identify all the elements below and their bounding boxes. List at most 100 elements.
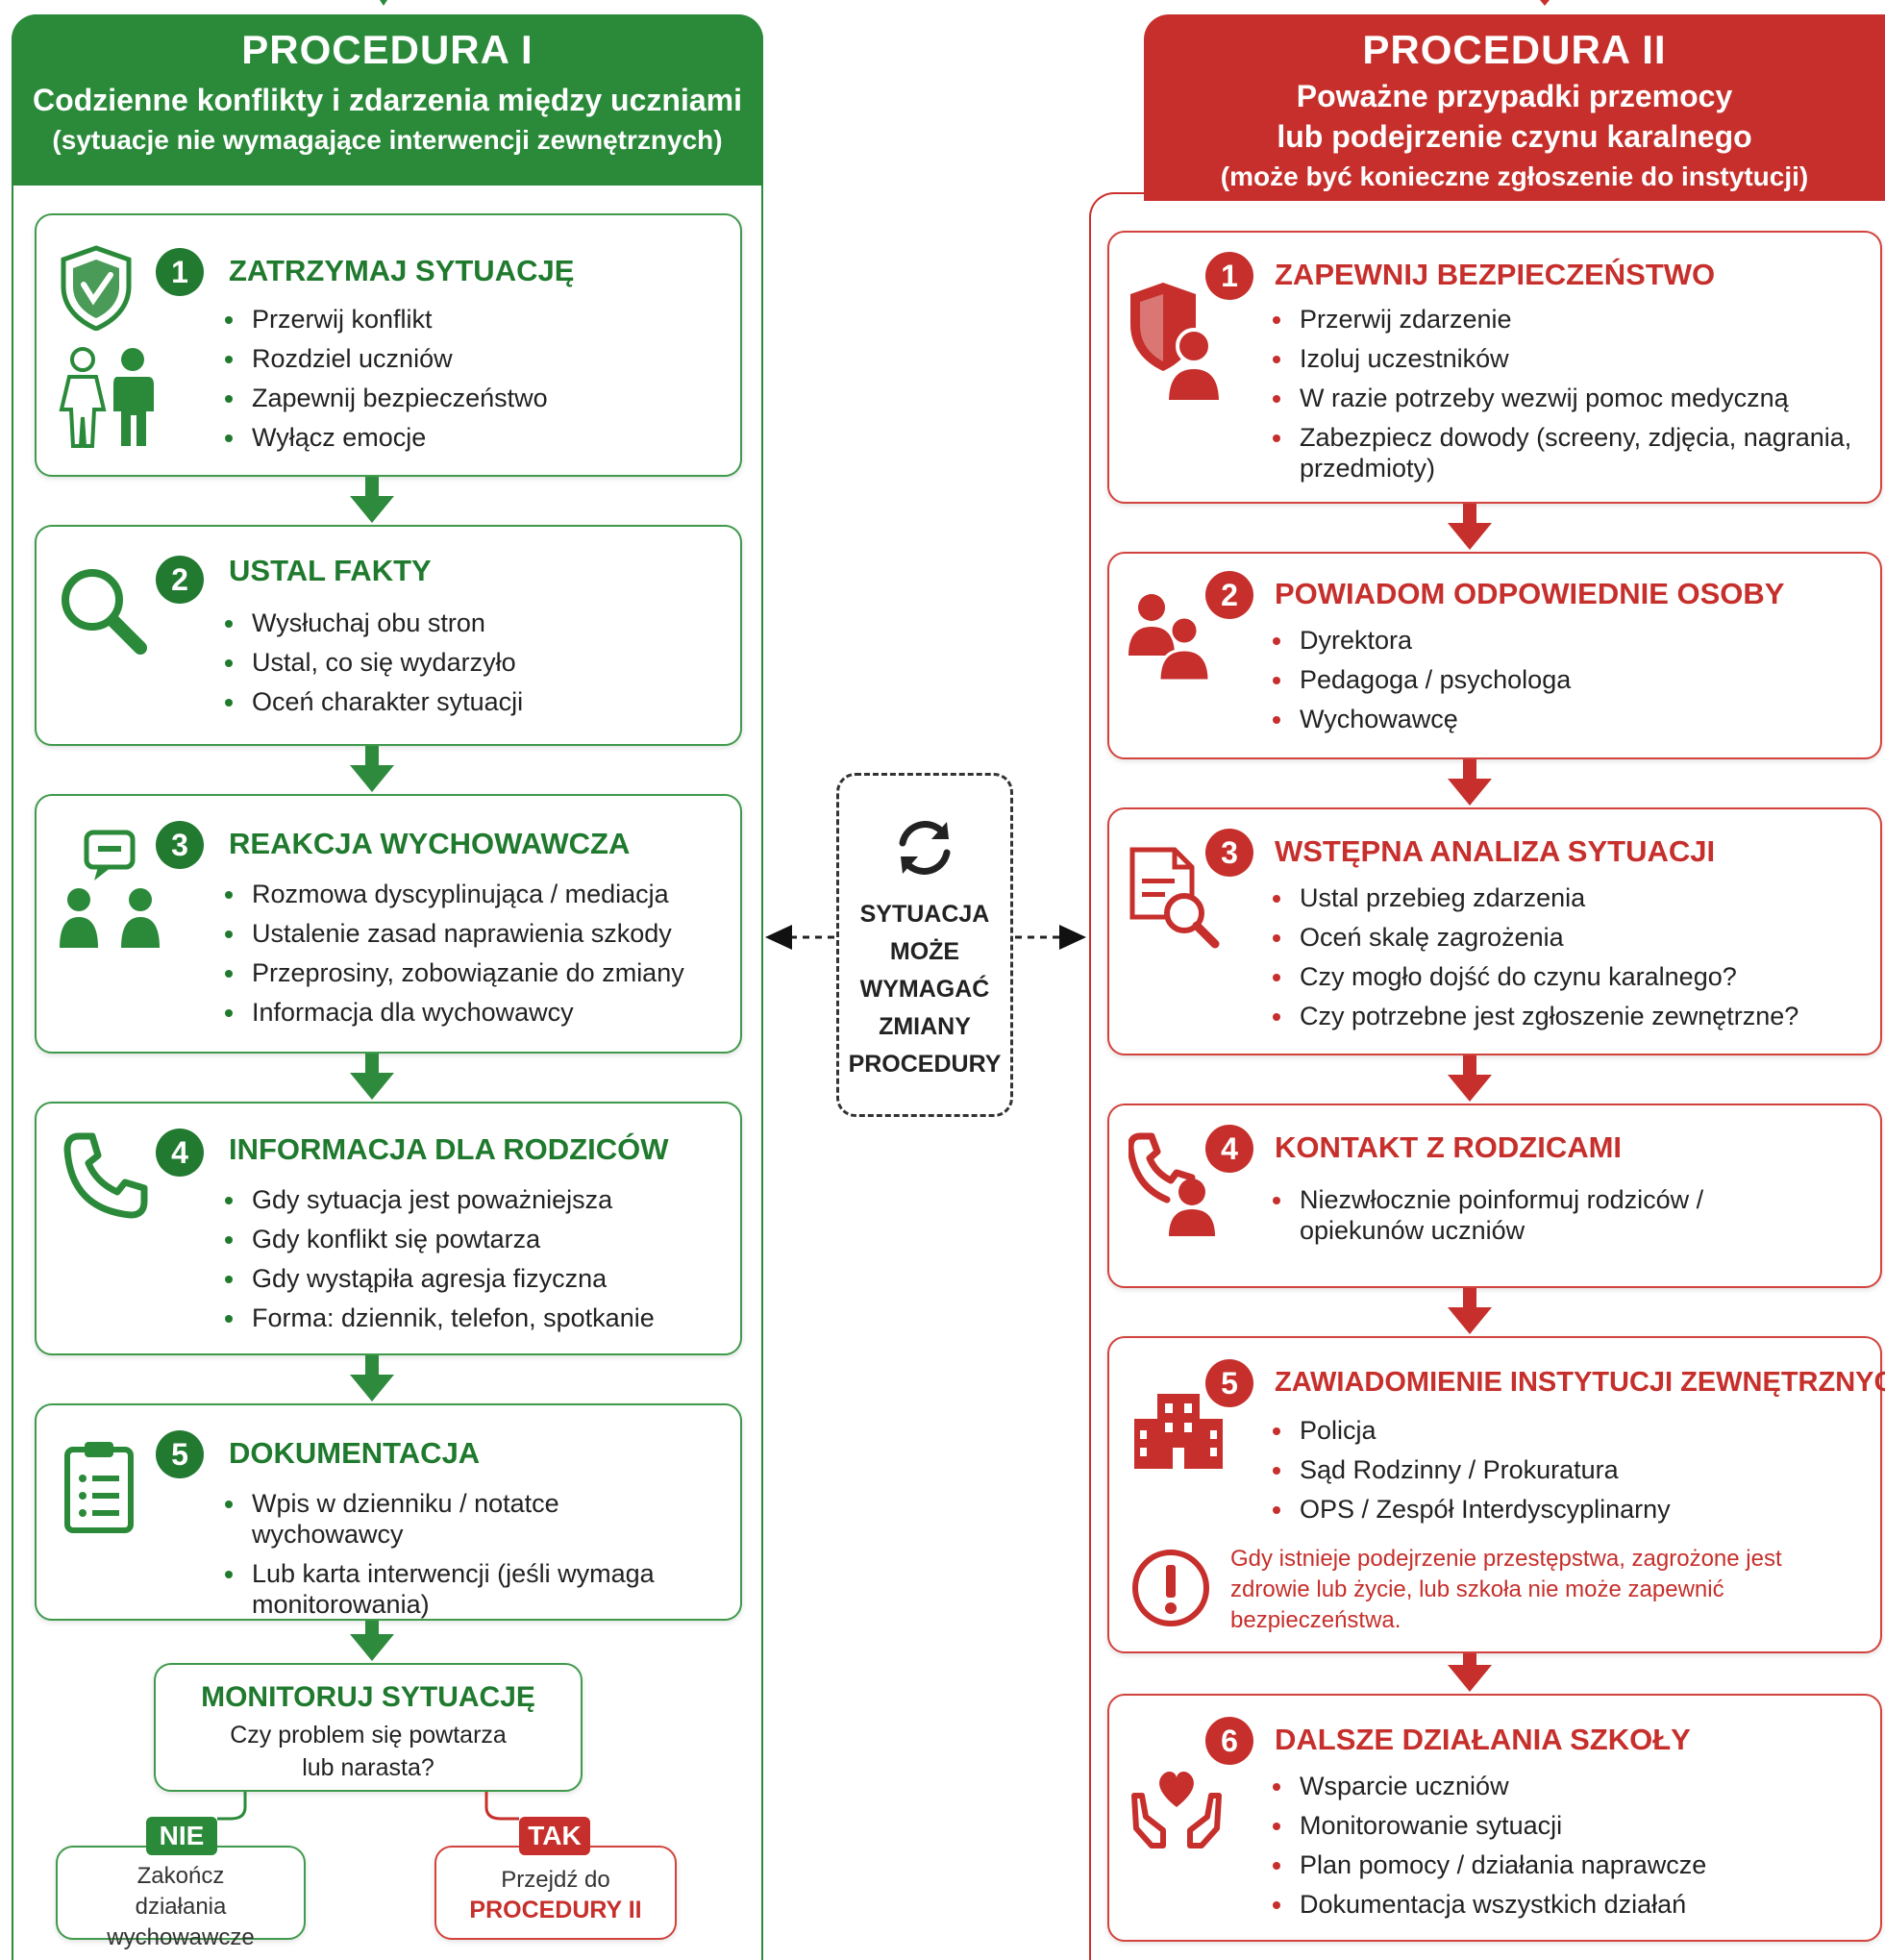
step-title: ZAWIADOMIENIE INSTYTUCJI ZEWNĘTRZNYCH — [1275, 1367, 1885, 1398]
list-item: Wychowawcę — [1267, 704, 1844, 734]
step-bullet-list: Ustal przebieg zdarzenia Oceń skalę zagr… — [1267, 882, 1863, 1040]
list-item: Przeprosiny, zobowiązanie do zmiany — [219, 957, 738, 988]
list-item: OPS / Zespół Interdyscyplinarny — [1267, 1494, 1844, 1525]
list-item: Czy potrzebne jest zgłoszenie zewnętrzne… — [1267, 1001, 1863, 1031]
switch-label: SYTUACJA MOŻE WYMAGAĆ ZMIANY PROCEDURY — [839, 896, 1010, 1083]
magnifier-icon — [56, 563, 152, 659]
step-title: DOKUMENTACJA — [229, 1436, 481, 1470]
list-item: Czy mogło dojść do czynu karalnego? — [1267, 961, 1863, 992]
heart-hands-icon — [1130, 1757, 1223, 1849]
step-title: WSTĘPNA ANALIZA SYTUACJI — [1275, 834, 1716, 868]
no-outcome-text: Zakończ działania wychowawcze — [107, 1863, 255, 1950]
step-number-badge: 3 — [156, 821, 204, 869]
procedure-1-header: PROCEDURA I Codzienne konflikty i zdarze… — [12, 14, 763, 186]
list-item: Gdy wystąpiła agresja fizyczna — [219, 1263, 738, 1294]
step-bullet-list: Gdy sytuacja jest poważniejsza Gdy konfl… — [219, 1184, 738, 1342]
warning-text: Gdy istnieje podejrzenie przestępstwa, z… — [1230, 1546, 1782, 1633]
switch-label-line: PROCEDURY — [848, 1051, 1002, 1078]
step-number-badge: 5 — [156, 1430, 204, 1478]
list-item: Ustal przebieg zdarzenia — [1267, 882, 1863, 913]
shield-person-icon — [1127, 279, 1223, 404]
monitor-question: Czy problem się powtarza lub narasta? — [230, 1722, 507, 1781]
p2-step-5-card: 5 ZAWIADOMIENIE INSTYTUCJI ZEWNĘTRZNYCH … — [1107, 1336, 1885, 1653]
step-bullet-list: Przerwij konflikt Rozdziel uczniów Zapew… — [219, 304, 729, 461]
p1-step-1-card: 1 ZATRZYMAJ SYTUACJĘ Przerwij konflikt R… — [35, 213, 742, 477]
step-number-badge: 6 — [1205, 1717, 1253, 1765]
switch-label-line: SYTUACJA — [859, 901, 990, 928]
phone-person-icon — [1129, 1132, 1225, 1238]
p1-step-5-card: 5 DOKUMENTACJA Wpis w dzienniku / notatc… — [35, 1403, 742, 1621]
p2-step-4-card: 4 KONTAKT Z RODZICAMI Niezwłocznie poinf… — [1107, 1104, 1882, 1288]
step-title: USTAL FAKTY — [229, 554, 432, 587]
list-item: Niezwłocznie poinformuj rodziców / opiek… — [1267, 1184, 1728, 1246]
yes-outcome-box: Przejdź do PROCEDURY II — [434, 1846, 677, 1940]
list-item: Przerwij zdarzenie — [1267, 304, 1863, 335]
list-item: Wsparcie uczniów — [1267, 1771, 1844, 1801]
step-bullet-list: Dyrektora Pedagoga / psychologa Wychowaw… — [1267, 625, 1844, 743]
step-bullet-list: Policja Sąd Rodzinny / Prokuratura OPS /… — [1267, 1415, 1844, 1533]
step-number-badge: 2 — [156, 556, 204, 604]
step-title: REAKCJA WYCHOWAWCZA — [229, 827, 631, 860]
procedure-2-subtitle-2: lub podejrzenie czynu karalnego — [1277, 119, 1752, 154]
list-item: Wpis w dzienniku / notatce wychowawcy — [219, 1488, 700, 1550]
list-item: Wysłuchaj obu stron — [219, 608, 729, 638]
list-item: Ustal, co się wydarzyło — [219, 647, 729, 678]
step-number-badge: 4 — [156, 1129, 204, 1177]
procedure-switch-box: SYTUACJA MOŻE WYMAGAĆ ZMIANY PROCEDURY — [836, 773, 1013, 1117]
list-item: Dyrektora — [1267, 625, 1844, 656]
yes-label: TAK — [519, 1817, 590, 1855]
yes-outcome-link: PROCEDURY II — [469, 1897, 642, 1923]
shield-icon — [58, 244, 135, 331]
refresh-icon — [891, 814, 958, 886]
step-bullet-list: Niezwłocznie poinformuj rodziców / opiek… — [1267, 1184, 1728, 1254]
step-bullet-list: Przerwij zdarzenie Izoluj uczestników W … — [1267, 304, 1863, 492]
building-icon — [1132, 1390, 1225, 1471]
list-item: Rozmowa dyscyplinująca / mediacja — [219, 879, 738, 909]
step-number-badge: 1 — [156, 248, 204, 296]
phone-icon — [63, 1132, 150, 1219]
list-item: Gdy sytuacja jest poważniejsza — [219, 1184, 738, 1215]
step-number-badge: 3 — [1205, 829, 1253, 877]
step-number-badge: 2 — [1205, 571, 1253, 619]
clipboard-icon — [62, 1438, 138, 1534]
list-item: Zapewnij bezpieczeństwo — [219, 383, 729, 413]
list-item: Przerwij konflikt — [219, 304, 729, 335]
step-bullet-list: Wpis w dzienniku / notatce wychowawcy Lu… — [219, 1488, 700, 1628]
list-item: Izoluj uczestników — [1267, 343, 1863, 374]
list-item: Dokumentacja wszystkich działań — [1267, 1889, 1844, 1920]
procedure-1-title: PROCEDURA I — [241, 27, 533, 72]
list-item: Pedagoga / psychologa — [1267, 664, 1844, 695]
list-item: Informacja dla wychowawcy — [219, 997, 738, 1028]
conversation-icon — [58, 829, 163, 954]
step-title: ZAPEWNIJ BEZPIECZEŃSTWO — [1275, 258, 1716, 291]
list-item: Gdy konflikt się powtarza — [219, 1224, 738, 1254]
people-icon — [1127, 592, 1213, 688]
step-title: ZATRZYMAJ SYTUACJĘ — [229, 254, 575, 287]
step-title: KONTAKT Z RODZICAMI — [1275, 1130, 1623, 1164]
switch-label-line: MOŻE — [889, 938, 960, 965]
exclamation-icon — [1130, 1548, 1211, 1628]
step-title: INFORMACJA DLA RODZICÓW — [229, 1132, 669, 1166]
step-bullet-list: Wsparcie uczniów Monitorowanie sytuacji … — [1267, 1771, 1844, 1928]
monitor-box: MONITORUJ SYTUACJĘ Czy problem się powta… — [154, 1663, 583, 1792]
list-item: Rozdziel uczniów — [219, 343, 729, 374]
switch-label-line: ZMIANY — [879, 1013, 971, 1040]
list-item: Oceń charakter sytuacji — [219, 686, 729, 717]
procedure-2-header: PROCEDURA II Poważne przypadki przemocy … — [1144, 14, 1885, 201]
p2-step-3-card: 3 WSTĘPNA ANALIZA SYTUACJI Ustal przebie… — [1107, 807, 1882, 1055]
list-item: W razie potrzeby wezwij pomoc medyczną — [1267, 383, 1863, 413]
list-item: Plan pomocy / działania naprawcze — [1267, 1849, 1844, 1880]
students-icon — [56, 346, 161, 452]
p2-step-6-card: 6 DALSZE DZIAŁANIA SZKOŁY Wsparcie uczni… — [1107, 1694, 1882, 1942]
step-number-badge: 4 — [1205, 1125, 1253, 1173]
procedure-2-note: (może być konieczne zgłoszenie do instyt… — [1220, 161, 1809, 191]
list-item: Policja — [1267, 1415, 1844, 1446]
p1-step-4-card: 4 INFORMACJA DLA RODZICÓW Gdy sytuacja j… — [35, 1102, 742, 1355]
list-item: Forma: dziennik, telefon, spotkanie — [219, 1303, 738, 1333]
monitor-title: MONITORUJ SYTUACJĘ — [201, 1681, 535, 1713]
procedure-2-subtitle-1: Poważne przypadki przemocy — [1296, 79, 1733, 113]
document-search-icon — [1129, 846, 1225, 952]
p2-step-1-card: 1 ZAPEWNIJ BEZPIECZEŃSTWO Przerwij zdarz… — [1107, 231, 1882, 504]
p1-step-2-card: 2 USTAL FAKTY Wysłuchaj obu stron Ustal,… — [35, 525, 742, 746]
step-number-badge: 1 — [1205, 252, 1253, 300]
